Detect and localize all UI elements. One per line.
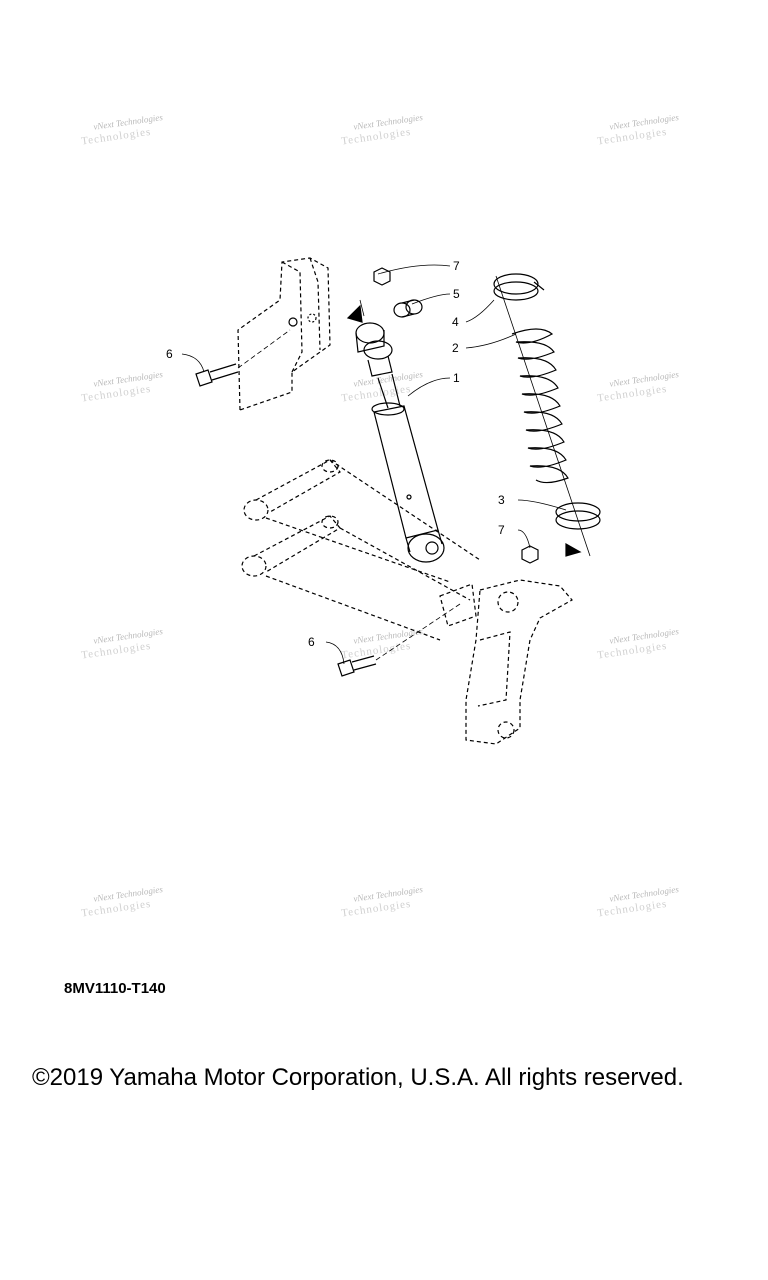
callout-4: 4 [452, 315, 459, 329]
callout-6-lower: 6 [308, 635, 315, 649]
diagram-part-code: 8MV1110-T140 [64, 980, 166, 997]
a-arm [241, 459, 481, 641]
lower-nut [521, 545, 539, 564]
upper-nut [373, 267, 391, 286]
copyright-notice: ©2019 Yamaha Motor Corporation, U.S.A. A… [32, 1064, 684, 1091]
coil-spring [493, 273, 601, 530]
callout-2: 2 [452, 341, 459, 355]
callout-7-lower: 7 [498, 523, 505, 537]
upper-bolt [195, 329, 291, 387]
callout-7-upper: 7 [453, 259, 460, 273]
callout-3: 3 [498, 493, 505, 507]
collar [393, 299, 423, 318]
callout-5: 5 [453, 287, 460, 301]
callouts [181, 264, 567, 665]
steering-knuckle [439, 579, 573, 745]
lower-bolt [337, 603, 461, 677]
callout-1: 1 [453, 371, 460, 385]
shock-absorber [355, 322, 445, 563]
frame-bracket [237, 257, 331, 411]
callout-6-upper: 6 [166, 347, 173, 361]
